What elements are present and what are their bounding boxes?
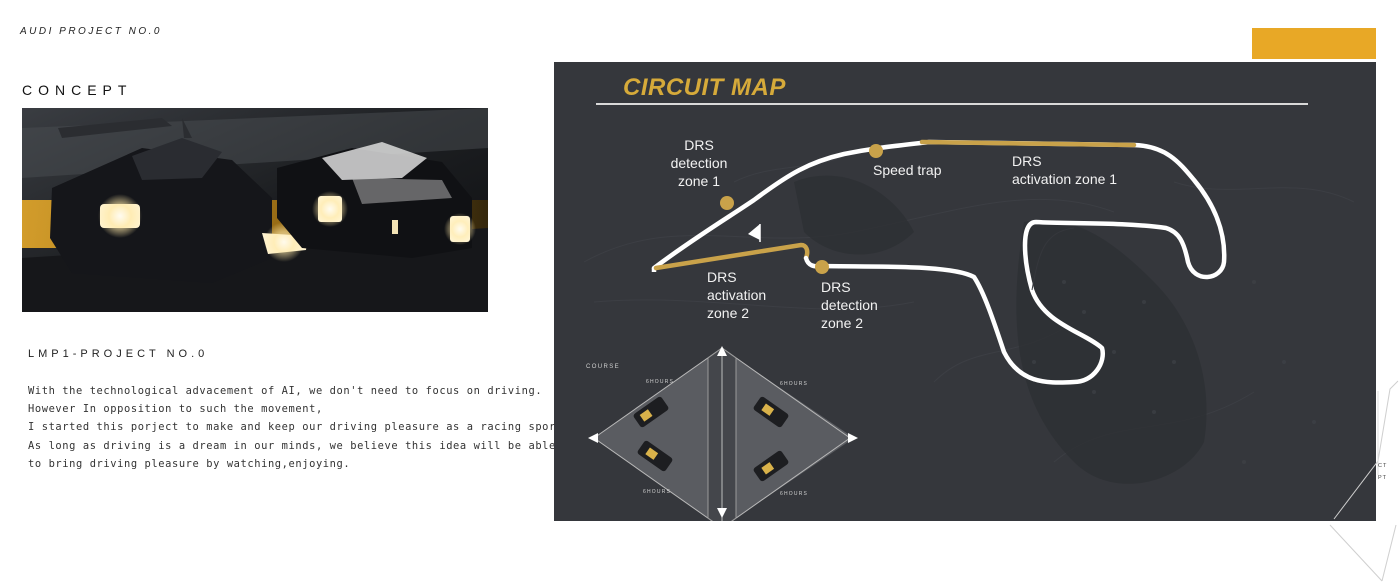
concept-photo [22, 108, 488, 312]
course-diagram [588, 346, 858, 521]
description-line: As long as driving is a dream in our min… [28, 439, 556, 452]
accent-block [1252, 28, 1376, 59]
map-title: CIRCUIT MAP [623, 74, 786, 101]
speed-trap-marker [869, 144, 883, 158]
start-flag-icon [748, 224, 761, 242]
map-title-rule [596, 103, 1308, 105]
circuit-map-graphic [583, 139, 1355, 521]
course-label: COURSE [586, 364, 621, 370]
brand-title: AUDI PROJECT NO.0 [20, 26, 162, 37]
label-drs-detection-1: DRS detection zone 1 [670, 137, 728, 189]
label-drs-activation-2: DRS activation zone 2 [707, 269, 767, 321]
description-line: to bring driving pleasure by watching,en… [28, 457, 351, 470]
label-speed-trap: Speed trap [873, 162, 942, 178]
hours-label: 6HOURS [646, 379, 675, 385]
hours-label: 6HOURS [643, 489, 672, 495]
description-line: However In opposition to such the moveme… [28, 403, 323, 416]
drs-detection-2-marker [815, 260, 829, 274]
project-description: With the technological advacement of AI,… [28, 382, 570, 473]
hours-label: 6HOURS [780, 491, 809, 497]
description-line: With the technological advacement of AI,… [28, 385, 543, 397]
race-cars-image [22, 108, 488, 312]
drs-detection-1-marker [720, 196, 734, 210]
corner-text-bottom: PT [1378, 475, 1388, 481]
project-title: LMP1-PROJECT NO.0 [28, 348, 209, 360]
hours-label: 6HOURS [780, 381, 809, 387]
concept-heading: CONCEPT [22, 82, 133, 98]
circuit-map-panel: CIRCUIT MAP DRS detection zone 1 Speed t… [554, 62, 1376, 521]
corner-decoration [1329, 380, 1399, 582]
label-drs-detection-2: DRS detection zone 2 [821, 279, 878, 331]
description-line: I started this porject to make and keep … [28, 421, 570, 434]
label-drs-activation-1: DRS activation zone 1 [1012, 153, 1118, 187]
corner-text-top: CT [1378, 463, 1388, 469]
